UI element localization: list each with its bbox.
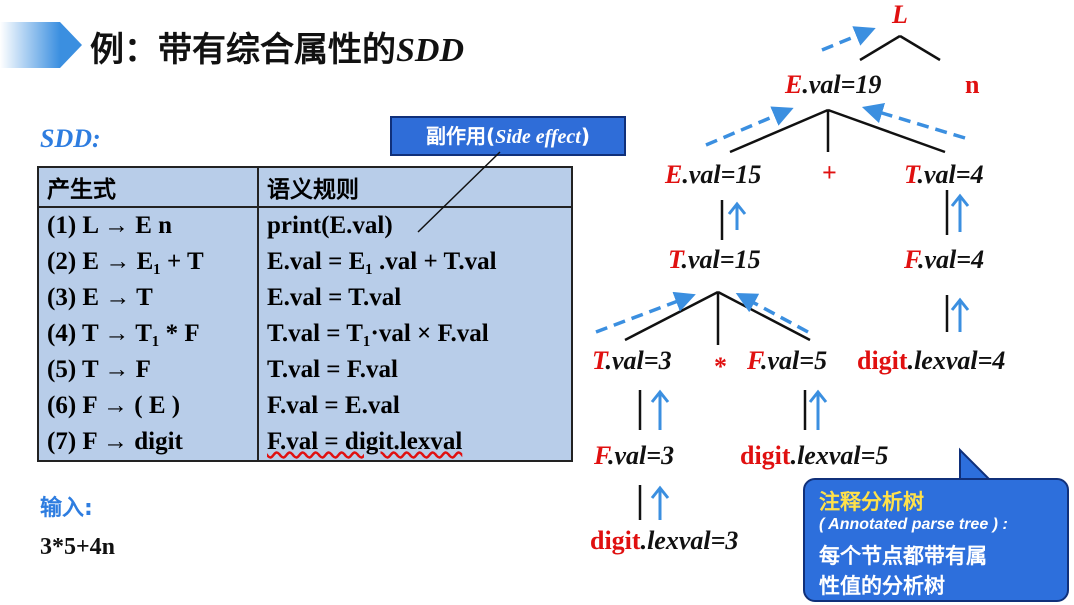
callout-text-1: 每个节点都带有属	[819, 544, 987, 568]
callout-subtitle: ( Annotated parse tree ) :	[819, 516, 1008, 533]
callout-title: 注释分析树	[819, 490, 924, 514]
node-digit4: digit.lexval=4	[857, 346, 1006, 375]
rule-cell: E.val = T.val	[267, 284, 402, 311]
node-root: L	[892, 0, 908, 29]
node-plus: +	[822, 158, 837, 187]
callout-text-2: 性值的分析树	[819, 574, 945, 598]
sdd-table: 产生式 语义规则 (1) L → E n print(E.val) (2) E →…	[37, 166, 573, 462]
side-effect-note: 副作用(Side effect)	[390, 116, 626, 156]
rule-cell: F.val = E.val	[267, 392, 400, 419]
title-bar	[0, 22, 60, 68]
production-cell: (6) F → ( E )	[38, 388, 259, 424]
table-row: (7) F → digit F.val = digit.lexval	[38, 424, 572, 461]
node-e19: E.val=19	[785, 70, 882, 99]
production-cell: (3) E → T	[38, 280, 259, 316]
node-star: *	[714, 352, 727, 381]
edge	[827, 108, 946, 154]
edge	[859, 34, 901, 62]
table-row: (5) T → F T.val = F.val	[38, 352, 572, 388]
node-e15: E.val=15	[665, 160, 762, 189]
node-digit5: digit.lexval=5	[740, 441, 889, 470]
table-header-row: 产生式 语义规则	[38, 167, 572, 208]
production-cell: (5) T → F	[38, 352, 259, 388]
node-t3: T.val=3	[592, 346, 672, 375]
header-rule: 语义规则	[258, 167, 572, 208]
node-t15: T.val=15	[668, 245, 761, 274]
rule-cell: E.val = E₁ .val + T.val	[267, 248, 497, 275]
up-arrows	[650, 193, 970, 520]
node-f4: F.val=4	[904, 245, 985, 274]
edge	[899, 34, 941, 62]
input-value: 3*5+4n	[40, 534, 116, 560]
header-production: 产生式	[38, 167, 259, 208]
rule-cell: print(E.val)	[267, 212, 393, 239]
node-t4: T.val=4	[904, 160, 984, 189]
callout-tail	[959, 447, 993, 481]
edge	[717, 290, 811, 342]
title-arrow-icon	[60, 22, 82, 68]
page-title: 例：带有综合属性的SDD	[90, 30, 465, 70]
production-cell: (2) E → E₁ + T	[38, 244, 259, 280]
edge	[729, 108, 829, 154]
node-n: n	[965, 70, 980, 99]
rule-cell: F.val = digit.lexval	[267, 428, 463, 455]
node-f3: F.val=3	[594, 441, 675, 470]
production-cell: (4) T → T₁ * F	[38, 316, 259, 352]
table-row: (3) E → T E.val = T.val	[38, 280, 572, 316]
production-cell: (7) F → digit	[38, 424, 259, 461]
annotated-tree-callout: 注释分析树 ( Annotated parse tree ) : 每个节点都带有…	[803, 478, 1069, 602]
node-f5: F.val=5	[747, 346, 828, 375]
table-row: (4) T → T₁ * F T.val = T₁·val × F.val	[38, 316, 572, 352]
production-cell: (1) L → E n	[38, 207, 259, 244]
edge	[624, 290, 719, 342]
input-label: 输入:	[40, 496, 93, 521]
table-row: (2) E → E₁ + T E.val = E₁ .val + T.val	[38, 244, 572, 280]
dashed-arrows	[595, 26, 966, 334]
rule-cell: T.val = T₁·val × F.val	[267, 320, 489, 347]
rule-cell: T.val = F.val	[267, 356, 398, 383]
table-row: (1) L → E n print(E.val)	[38, 207, 572, 244]
node-digit3: digit.lexval=3	[590, 526, 739, 555]
sdd-label: SDD:	[40, 124, 101, 153]
table-row: (6) F → ( E ) F.val = E.val	[38, 388, 572, 424]
side-effect-pointer	[417, 151, 501, 233]
